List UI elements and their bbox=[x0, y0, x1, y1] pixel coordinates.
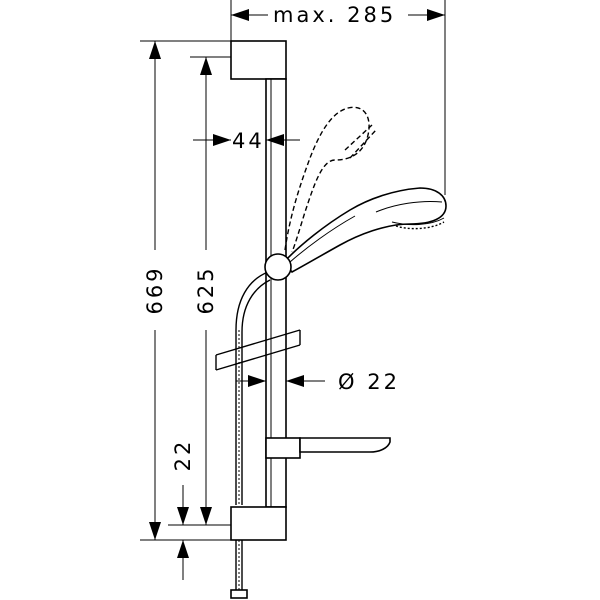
total-height-label: 669 bbox=[143, 265, 167, 314]
dimension-bottom-offset: 22 bbox=[168, 439, 231, 580]
rail-section-cut bbox=[215, 329, 301, 371]
wall-offset-label: 44 bbox=[232, 129, 265, 153]
bottom-offset-label: 22 bbox=[171, 439, 195, 472]
rail-diameter-label: Ø 22 bbox=[338, 370, 400, 394]
dimension-max-reach: max. 285 bbox=[230, 0, 446, 195]
bottom-wall-bracket bbox=[230, 506, 287, 541]
rail-length-label: 625 bbox=[194, 265, 218, 314]
max-reach-label: max. 285 bbox=[273, 3, 396, 27]
slider-knob bbox=[264, 253, 292, 281]
dimension-wall-offset: 44 bbox=[193, 129, 300, 153]
dimension-rail-diameter: Ø 22 bbox=[236, 370, 400, 394]
hose-nut bbox=[230, 589, 248, 599]
handshower bbox=[264, 106, 447, 281]
dimension-rail-length: 625 bbox=[190, 56, 231, 526]
top-wall-bracket bbox=[230, 40, 287, 80]
soap-dish bbox=[265, 437, 391, 459]
soap-dish-holder bbox=[265, 437, 301, 459]
shower-hose bbox=[230, 271, 271, 599]
soap-dish-tray bbox=[299, 437, 391, 453]
shower-rail-assembly bbox=[230, 40, 287, 541]
